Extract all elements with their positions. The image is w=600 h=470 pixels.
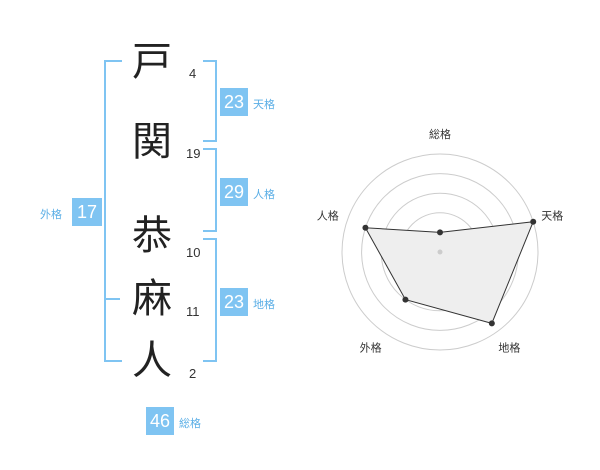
radar-center [437, 249, 443, 255]
radar-axis-label-2: 天格 [541, 209, 563, 223]
radar-point-5 [362, 224, 369, 231]
radar-polygon [364, 221, 534, 324]
jinkaku-value: 29 [220, 178, 248, 206]
radar-axis-label-4: 外格 [360, 340, 382, 354]
stroke-count-1: 4 [189, 66, 197, 81]
stroke-count-4: 11 [186, 304, 200, 319]
stroke-count-2: 19 [186, 146, 201, 161]
jinkaku-label: 人格 [253, 188, 275, 201]
chikaku-value: 23 [220, 288, 248, 316]
radar-axis-label-1: 総格 [429, 127, 451, 141]
radar-point-1 [437, 229, 443, 236]
name-char-5: 人 [132, 338, 172, 384]
tenkaku-value: 23 [220, 88, 248, 116]
radar-point-4 [402, 296, 409, 303]
radar-axis-label-3: 地格 [498, 340, 520, 354]
gaikaku-value: 17 [72, 198, 102, 226]
radar-point-3 [488, 320, 495, 327]
name-char-2: 関 [132, 119, 172, 165]
name-char-4: 麻 [132, 276, 172, 322]
stroke-count-3: 10 [186, 245, 201, 260]
tenkaku-label: 天格 [253, 98, 275, 111]
radar-ring-5 [341, 153, 539, 351]
stroke-count-5: 2 [189, 366, 197, 381]
chikaku-label: 地格 [253, 298, 275, 311]
tenkaku-bracket [203, 60, 217, 142]
radar-point-2 [530, 218, 537, 225]
gaikaku-bracket-split [104, 298, 120, 300]
soukaku-label: 総格 [179, 417, 201, 430]
jinkaku-bracket [203, 148, 217, 232]
name-char-3: 恭 [132, 213, 172, 259]
gaikaku-bracket [104, 60, 122, 362]
gaikaku-label: 外格 [40, 208, 62, 221]
soukaku-value: 46 [146, 407, 174, 435]
chikaku-bracket [203, 238, 217, 362]
radar-axis-label-5: 人格 [317, 209, 339, 223]
name-char-1: 戸 [132, 39, 172, 85]
